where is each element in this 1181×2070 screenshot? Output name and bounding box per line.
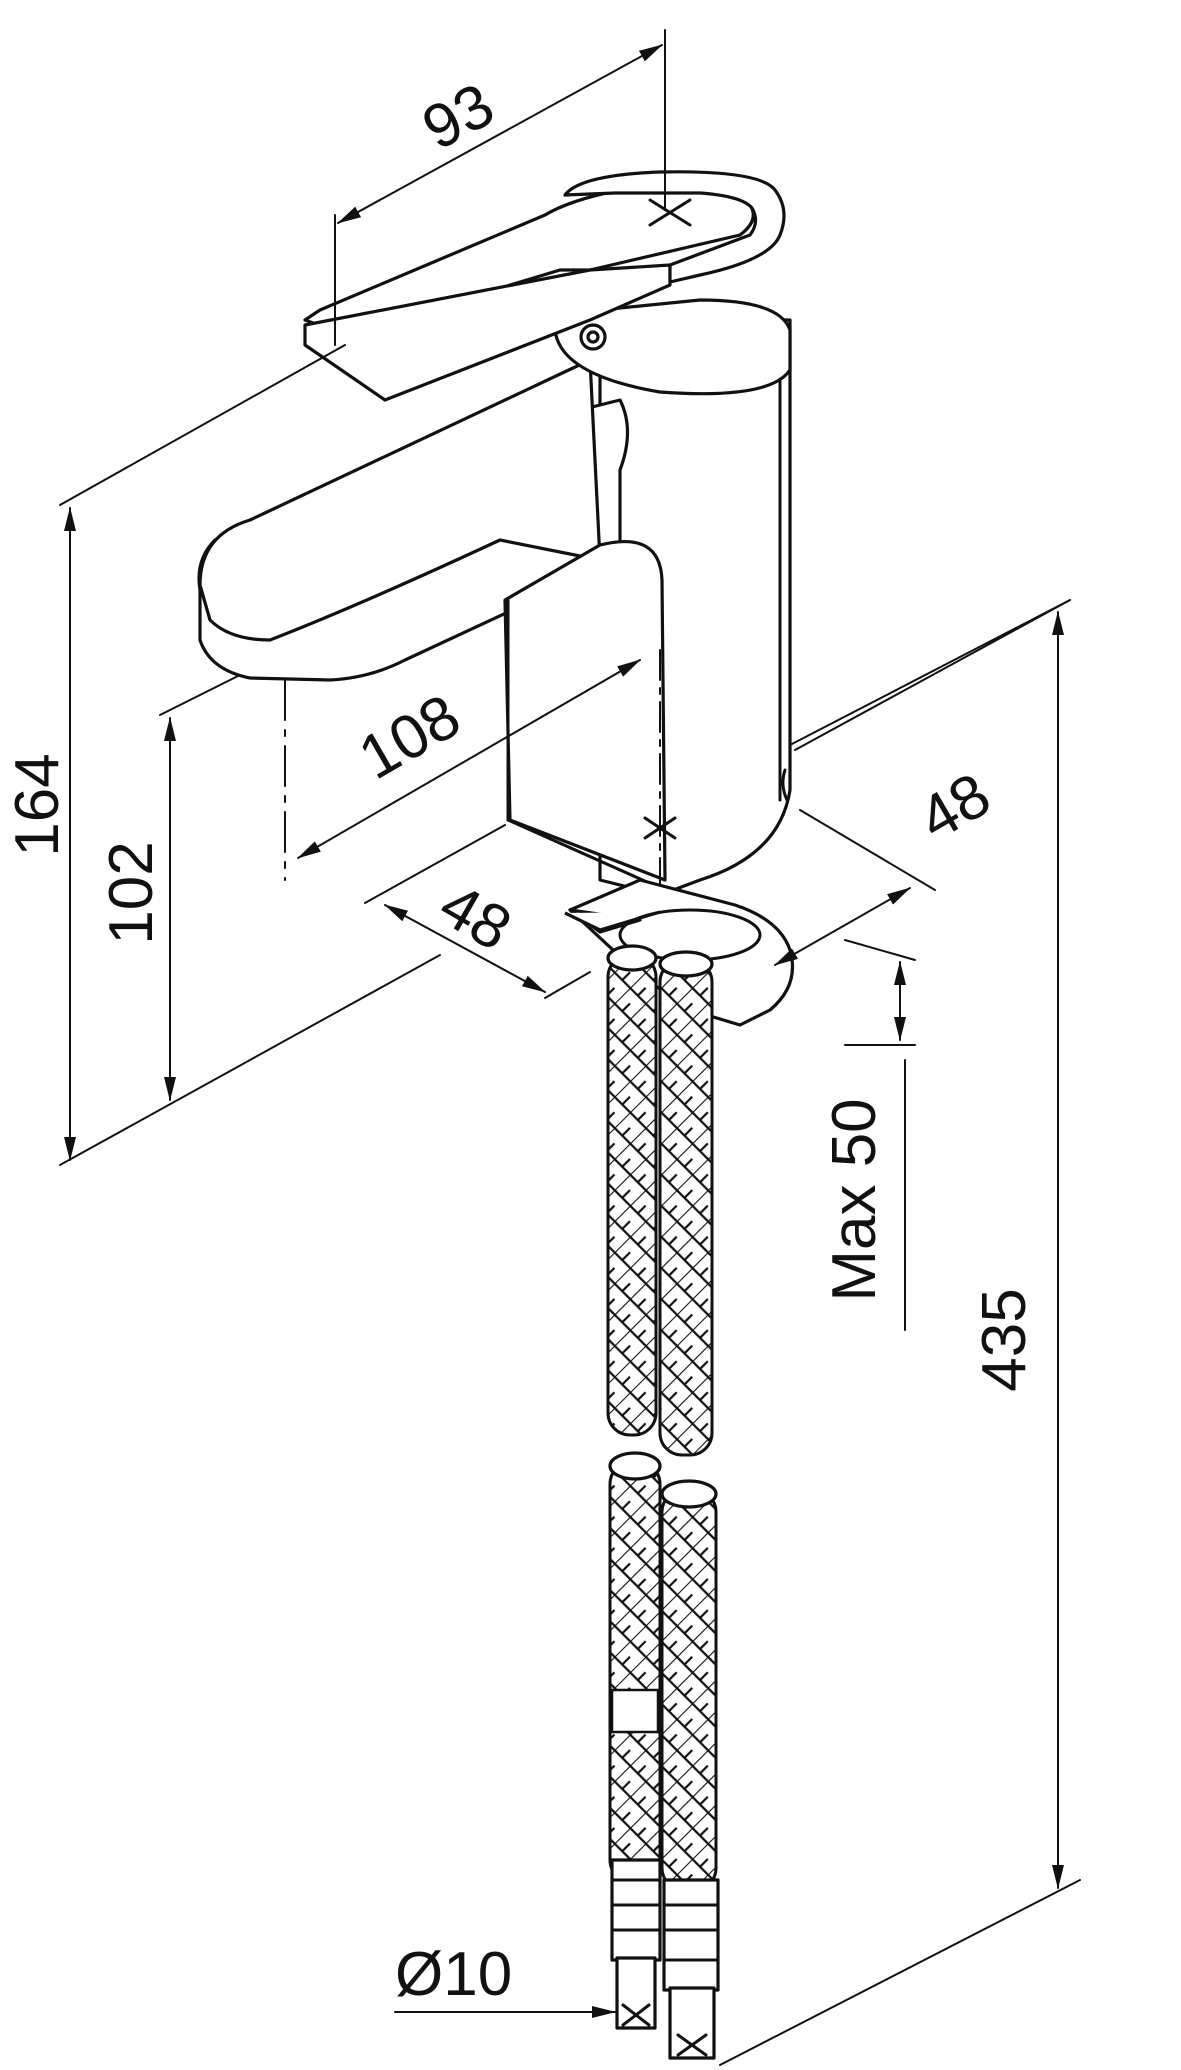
dimension-base-depth: 48 bbox=[364, 824, 591, 999]
dim-93-label: 93 bbox=[412, 70, 505, 163]
dimension-total-height: 164 bbox=[3, 344, 441, 1166]
dimension-hose-length: 435 bbox=[719, 599, 1081, 2066]
supply-hoses bbox=[606, 944, 720, 2060]
dim-164-label: 164 bbox=[3, 753, 72, 856]
dim-48-left-label: 48 bbox=[428, 870, 522, 964]
dim-max50-label: Max 50 bbox=[820, 1098, 889, 1301]
dimension-max-deck: Max 50 bbox=[820, 939, 916, 1331]
dimension-hose-diameter: Ø10 bbox=[394, 1940, 616, 2018]
hose-left-lower bbox=[608, 1460, 662, 1884]
dim-102-label: 102 bbox=[97, 841, 166, 944]
dim-48-right-label: 48 bbox=[908, 760, 1002, 854]
dimension-spout-height: 102 bbox=[97, 674, 241, 1101]
hose-left-upper bbox=[606, 953, 658, 1437]
hose-right-lower bbox=[660, 1488, 718, 1892]
dim-108-label: 108 bbox=[348, 682, 472, 793]
dimension-base-width: 48 bbox=[774, 599, 1071, 966]
dim-diameter-label: Ø10 bbox=[395, 1940, 512, 2009]
hose-right-upper bbox=[658, 958, 714, 1457]
dim-435-label: 435 bbox=[970, 1288, 1039, 1391]
faucet-body bbox=[197, 170, 792, 897]
